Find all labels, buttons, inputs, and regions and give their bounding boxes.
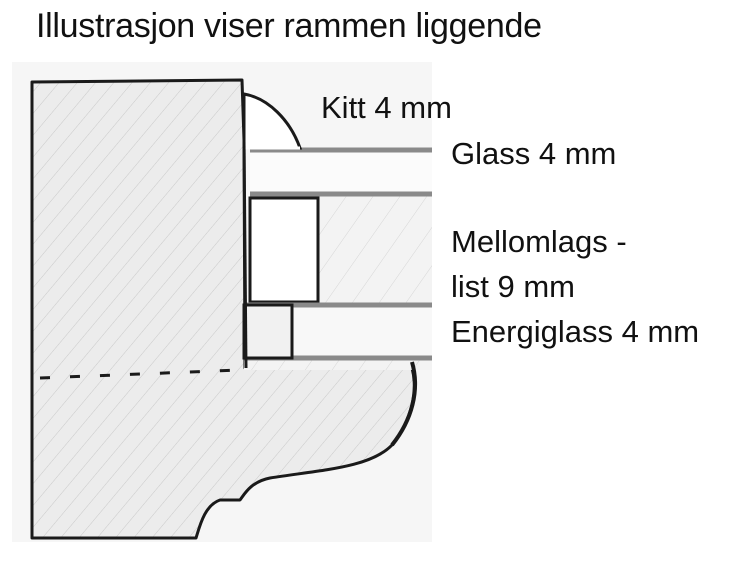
- label-energiglass: Energiglass 4 mm: [451, 314, 700, 349]
- label-kitt: Kitt 4 mm: [321, 90, 452, 125]
- glass-pane: [250, 150, 432, 192]
- label-mellomlags-line2: list 9 mm: [451, 269, 575, 304]
- spacer-list: [248, 196, 320, 304]
- diagram-title: Illustrasjon viser rammen liggende: [36, 7, 542, 45]
- sash-wood-lower: [244, 358, 432, 370]
- rebate-block: [242, 303, 294, 360]
- label-mellomlags-line1: Mellomlags -: [451, 224, 627, 259]
- sash-wood: [318, 196, 432, 304]
- joint-dashed-line: [39, 368, 241, 380]
- profile-curve: [390, 361, 417, 447]
- label-glass: Glass 4 mm: [451, 136, 617, 171]
